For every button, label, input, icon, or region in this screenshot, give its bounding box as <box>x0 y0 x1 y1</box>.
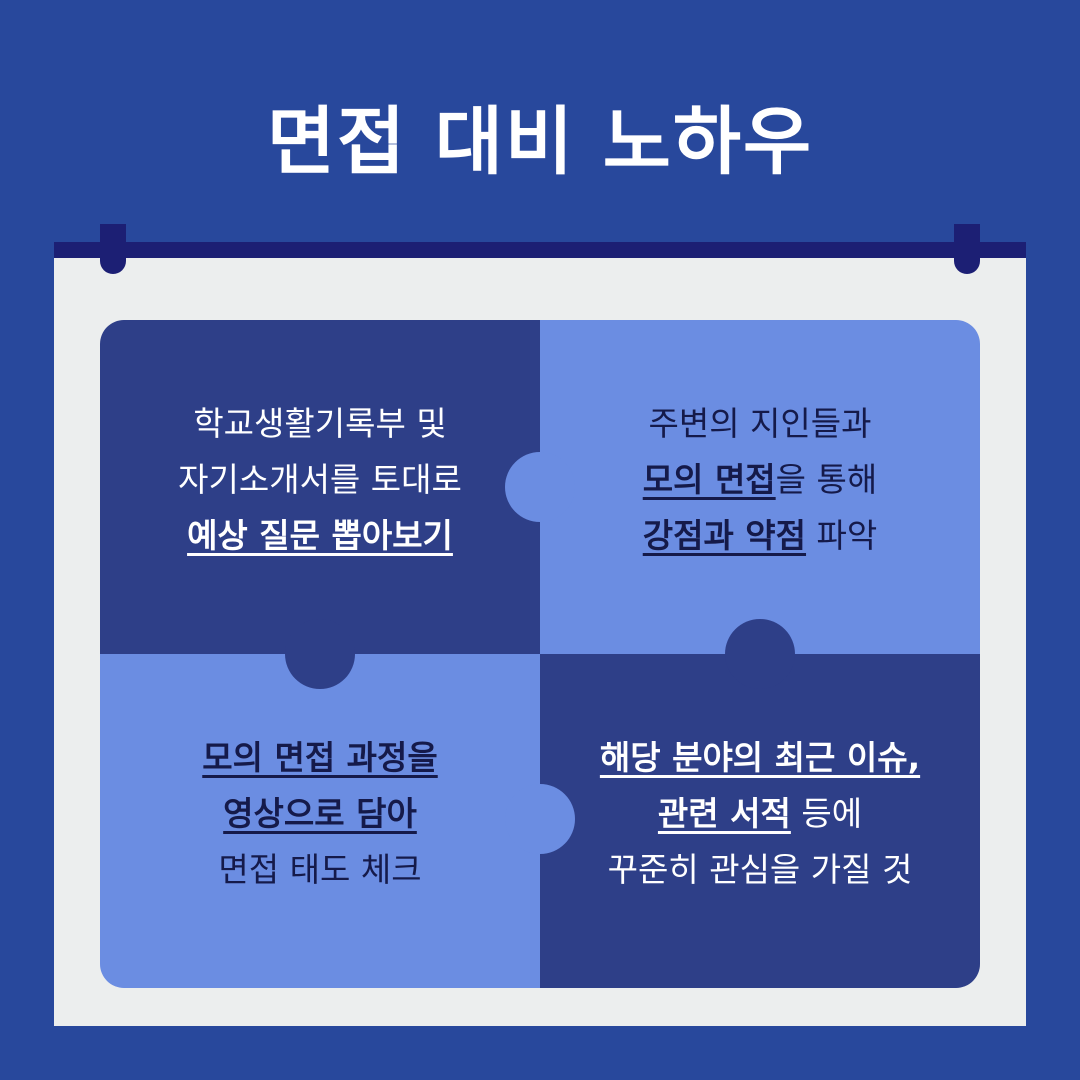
puzzle-piece-bottom-right <box>540 654 980 988</box>
tip-3-highlight-2: 영상으로 담아 <box>223 794 417 833</box>
board-top-bar <box>54 242 1026 258</box>
tip-4-highlight-2: 관련 서적 <box>657 794 791 833</box>
tip-2-highlight-2: 강점과 약점 <box>642 516 807 555</box>
puzzle-knob-top <box>505 452 575 522</box>
puzzle-grid: 학교생활기록부 및 자기소개서를 토대로 예상 질문 뽑아보기 주변의 지인들과… <box>100 320 980 988</box>
tip-4-highlight-1: 해당 분야의 최근 이슈, <box>599 738 921 777</box>
tip-4-line-2-rest: 등에 <box>790 794 863 833</box>
puzzle-piece-top-left <box>100 320 540 654</box>
tip-2-line-2-rest: 을 통해 <box>775 460 878 499</box>
board-clip-right <box>954 224 980 274</box>
tip-1-line-1: 학교생활기록부 및 <box>193 404 447 443</box>
tip-1-text: 학교생활기록부 및 자기소개서를 토대로 예상 질문 뽑아보기 <box>100 396 540 564</box>
board-clip-left <box>100 224 126 274</box>
tip-4-text: 해당 분야의 최근 이슈, 관련 서적 등에 꾸준히 관심을 가질 것 <box>540 730 980 898</box>
page-title: 면접 대비 노하우 <box>266 99 814 185</box>
tip-4-line-3: 꾸준히 관심을 가질 것 <box>607 850 913 889</box>
puzzle-piece-top-right <box>540 320 980 654</box>
puzzle-knob-left <box>285 619 355 689</box>
tip-1-highlight: 예상 질문 뽑아보기 <box>187 516 453 555</box>
tip-3-text: 모의 면접 과정을 영상으로 담아 면접 태도 체크 <box>100 730 540 898</box>
tip-2-highlight-1: 모의 면접 <box>642 460 776 499</box>
tip-1-line-2: 자기소개서를 토대로 <box>178 460 462 499</box>
puzzle-knob-bottom <box>505 784 575 854</box>
puzzle-knob-right <box>725 619 795 689</box>
tip-3-highlight-1: 모의 면접 과정을 <box>202 738 438 777</box>
puzzle-piece-bottom-left <box>100 654 540 988</box>
tip-2-line-3-rest: 파악 <box>806 516 878 555</box>
tip-3-line-3: 면접 태도 체크 <box>218 850 422 889</box>
tip-2-line-1: 주변의 지인들과 <box>648 404 872 443</box>
tip-2-text: 주변의 지인들과 모의 면접을 통해 강점과 약점 파악 <box>540 396 980 564</box>
